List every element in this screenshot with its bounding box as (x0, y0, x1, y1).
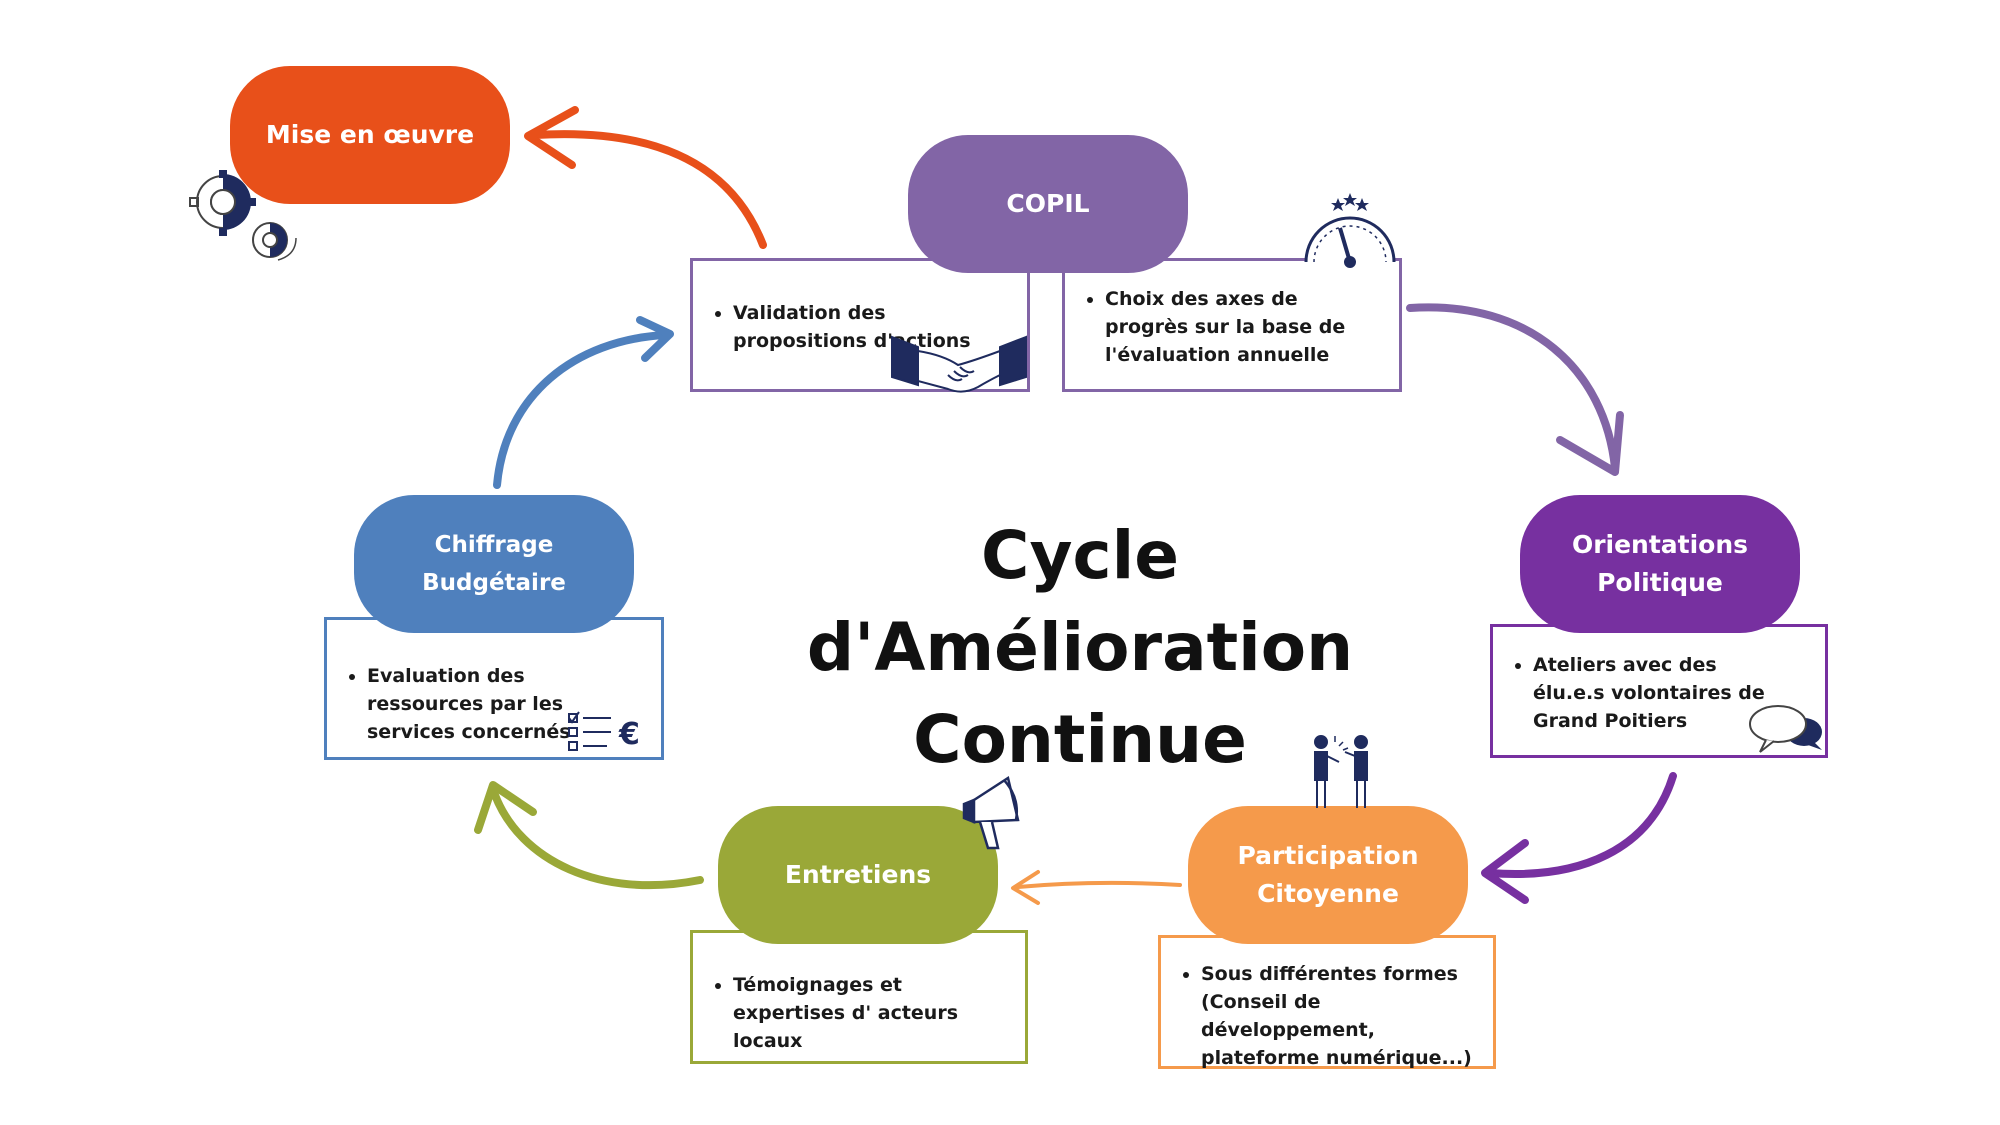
chiffrage-box: Evaluation des ressources par les servic… (324, 617, 664, 760)
speech-bubbles-icon (1749, 705, 1822, 753)
arrowhead-participation (1481, 839, 1529, 904)
step-participation-citoyenne: Participation Citoyenne (1188, 806, 1468, 944)
step-participation-label: Participation Citoyenne (1237, 837, 1418, 913)
participation-bullet: Sous différentes formes (Conseil de déve… (1201, 960, 1477, 1072)
arrow-participation-to-entretiens (1016, 880, 1182, 889)
arrowhead-orientations (1556, 411, 1624, 476)
checklist-euro-icon: € (568, 711, 640, 752)
entretiens-box: Témoignages et expertises d' acteurs loc… (690, 930, 1028, 1064)
arrow-orientations-to-participation (1486, 772, 1677, 878)
step-orientations-label-line-1: Orientations (1571, 530, 1749, 559)
gears-icon (189, 170, 297, 261)
handshake-icon (891, 335, 1027, 393)
gauge-icon (1304, 193, 1396, 268)
step-entretiens-label: Entretiens (784, 860, 932, 889)
chiffrage-bullet: Evaluation des ressources par les servic… (367, 662, 645, 746)
arrowhead-chiffrage (474, 781, 537, 834)
arrow-copil-to-mise-en-oeuvre (531, 130, 767, 249)
copil-right-box: Choix des axes de progrès sur la base de… (1062, 258, 1402, 392)
step-copil: COPIL (908, 135, 1188, 273)
diagram-title: Cycle d'Amélioration Continue (700, 510, 1460, 786)
arrowhead-entretiens (1011, 870, 1040, 905)
megaphone-icon (962, 775, 1020, 850)
orientations-bullet: Ateliers avec des élu.e.s volontaires de… (1533, 651, 1773, 735)
copil-right-bullet: Choix des axes de progrès sur la base de… (1105, 285, 1381, 369)
entretiens-bullet: Témoignages et expertises d' acteurs loc… (733, 971, 1009, 1055)
title-line-1: Cycle d'Amélioration (806, 517, 1354, 686)
title-line-2: Continue (913, 701, 1247, 778)
arrow-entretiens-to-chiffrage (491, 791, 704, 890)
arrowhead-mise-en-oeuvre (524, 106, 579, 169)
step-entretiens: Entretiens (718, 806, 998, 944)
step-participation-label-line-2: Citoyenne (1257, 879, 1399, 908)
people-talking-icon (1314, 735, 1368, 808)
arrowhead-copil (636, 316, 674, 362)
step-orientations-label-line-2: Politique (1597, 568, 1723, 597)
step-copil-label: COPIL (1006, 189, 1090, 218)
step-mise-en-oeuvre: Mise en œuvre (230, 66, 510, 204)
svg-text:€: € (618, 717, 640, 752)
copil-left-box: Validation des propositions d'actions (690, 258, 1030, 392)
participation-box: Sous différentes formes (Conseil de déve… (1158, 935, 1496, 1069)
step-orientations-label: Orientations Politique (1572, 526, 1748, 602)
arrow-chiffrage-to-copil (493, 331, 669, 489)
step-orientations-politique: Orientations Politique (1520, 495, 1800, 633)
step-chiffrage-label: Chiffrage Budgétaire (422, 532, 566, 596)
step-mise-en-oeuvre-label: Mise en œuvre (265, 120, 475, 149)
step-chiffrage-budgetaire: Chiffrage Budgétaire (354, 495, 634, 633)
arrow-copil-to-orientations (1406, 303, 1619, 472)
step-participation-label-line-1: Participation (1237, 841, 1419, 870)
